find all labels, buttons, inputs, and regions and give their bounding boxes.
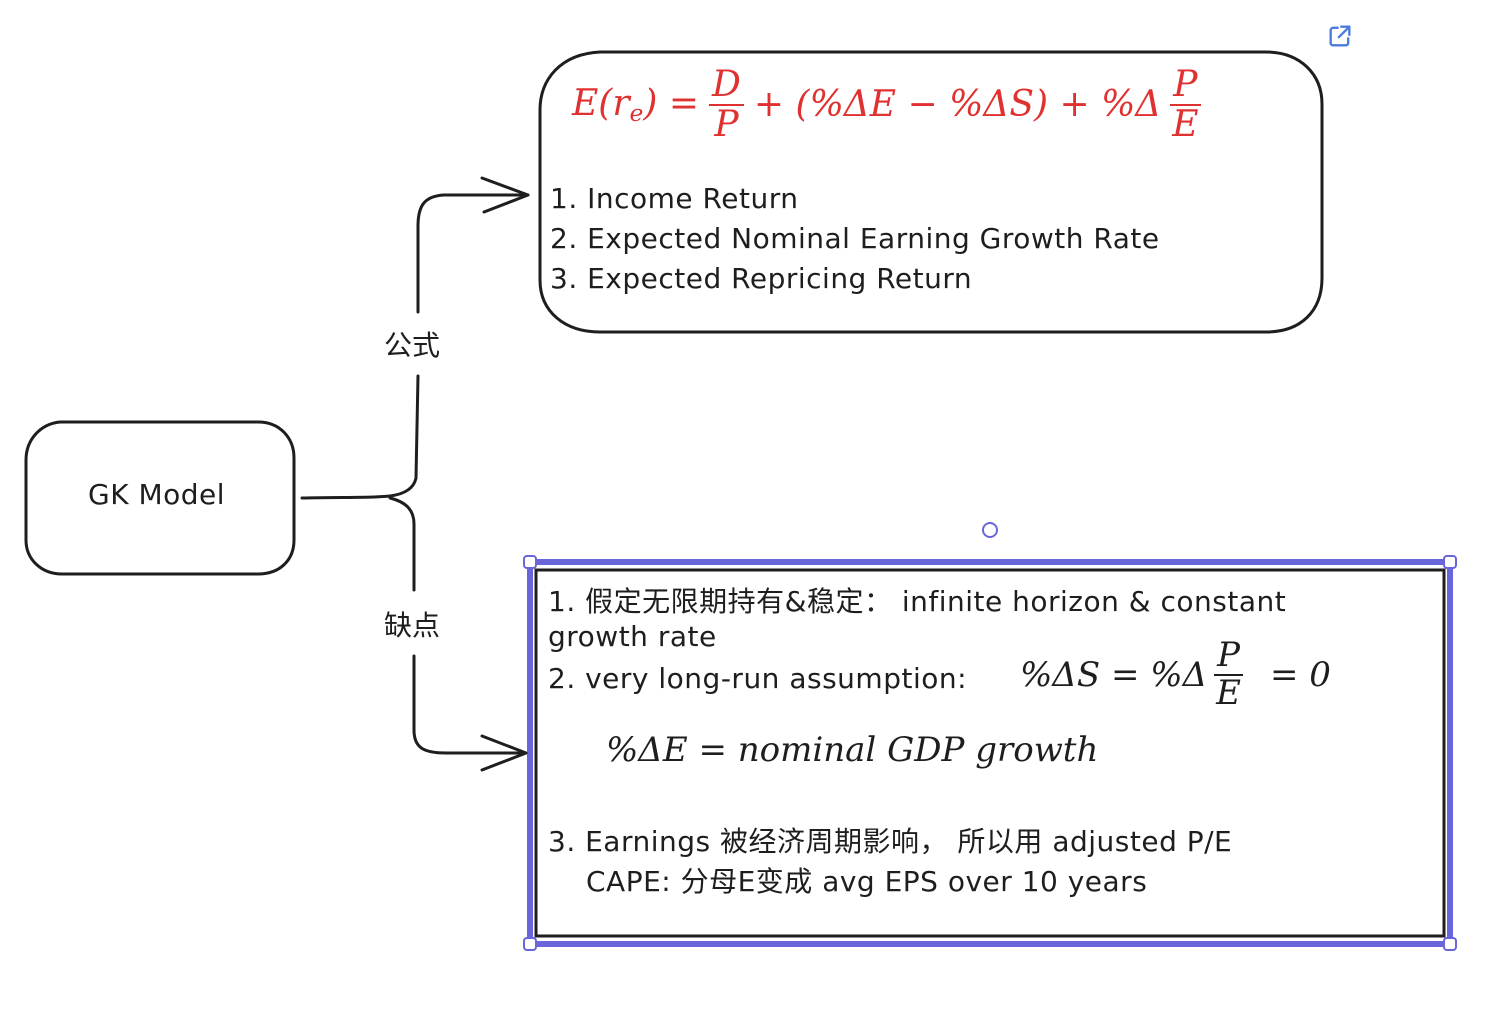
formula-fraction-dp: D P — [709, 66, 744, 144]
formula-middle: + (%ΔE − %ΔS) + %Δ — [753, 84, 1162, 126]
drawback-line-3b: CAPE: 分母E变成 avg EPS over 10 years — [586, 865, 1148, 898]
root-node-label: GK Model — [88, 478, 226, 511]
formula-expression: E(re) = D P + (%ΔE − %ΔS) + %Δ P E — [572, 66, 1202, 144]
rotation-handle-icon[interactable] — [982, 522, 998, 538]
connector-upper — [414, 193, 530, 480]
formula-item-earning-growth: 2. Expected Nominal Earning Growth Rate — [550, 222, 1160, 255]
branch-label-formula: 公式 — [384, 329, 441, 362]
external-link-icon[interactable] — [1326, 22, 1354, 50]
formula-box[interactable] — [538, 50, 1324, 334]
drawback-equation-2: %ΔE = nominal GDP growth — [606, 730, 1099, 770]
formula-item-income-return: 1. Income Return — [550, 182, 799, 215]
connector-root — [300, 476, 418, 500]
eq1-fraction-pe: P E — [1213, 637, 1244, 711]
arrowhead-upper — [480, 176, 530, 214]
drawback-line-2: 2. very long-run assumption: — [548, 662, 968, 695]
drawback-line-1: 1. 假定无限期持有&稳定： infinite horizon & consta… — [548, 585, 1287, 618]
connector-lower — [388, 496, 528, 755]
formula-fraction-pe: P E — [1170, 64, 1201, 145]
root-node-box[interactable] — [24, 420, 296, 576]
drawback-equation-1: %ΔS = %Δ P E = 0 — [1020, 635, 1331, 713]
drawbacks-box[interactable] — [534, 568, 1446, 938]
drawback-line-3: 3. Earnings 被经济周期影响， 所以用 adjusted P/E — [548, 825, 1233, 858]
selection-frame[interactable] — [523, 555, 1457, 951]
arrowhead-lower — [480, 734, 528, 772]
formula-lhs: E(re) = — [572, 82, 700, 127]
formula-item-repricing-return: 3. Expected Repricing Return — [550, 262, 973, 295]
drawback-line-1b: growth rate — [548, 620, 717, 653]
branch-label-drawbacks: 缺点 — [384, 609, 441, 642]
